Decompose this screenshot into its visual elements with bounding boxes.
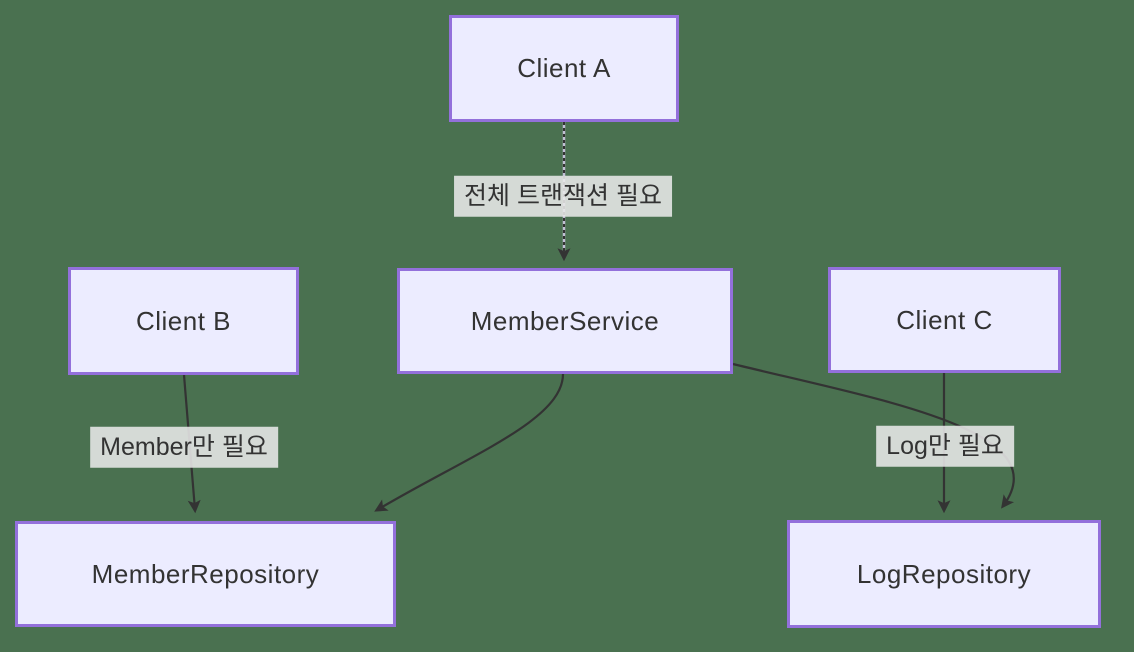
edge-label-member-only: Member만 필요 xyxy=(90,426,278,468)
node-client-c: Client C xyxy=(828,267,1061,373)
node-client-b-label: Client B xyxy=(135,305,232,336)
node-member-repository: MemberRepository xyxy=(15,521,396,627)
node-member-repository-label: MemberRepository xyxy=(91,558,320,589)
node-client-c-label: Client C xyxy=(896,304,993,335)
node-log-repository-label: LogRepository xyxy=(856,558,1032,589)
node-client-b: Client B xyxy=(68,267,299,375)
node-client-a: Client A xyxy=(449,15,679,122)
node-client-a-label: Client A xyxy=(517,53,611,83)
node-member-service: MemberService xyxy=(397,268,733,374)
node-member-service-label: MemberService xyxy=(470,305,660,336)
edge-label-full-transaction: 전체 트랜잭션 필요 xyxy=(454,175,672,217)
edge-memberservice-memberrepository xyxy=(374,373,565,512)
node-log-repository: LogRepository xyxy=(787,520,1101,628)
edge-label-log-only: Log만 필요 xyxy=(876,425,1014,467)
